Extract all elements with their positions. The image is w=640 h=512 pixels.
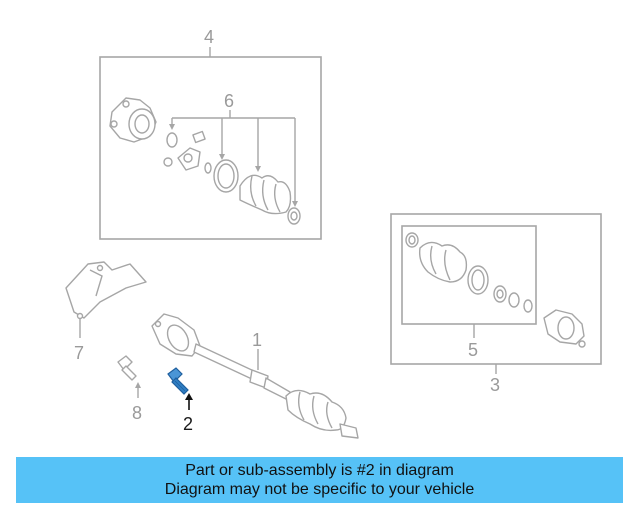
kit-small-parts — [163, 130, 212, 174]
heat-shield — [65, 261, 147, 338]
inner-boot-kit-parts — [405, 232, 533, 313]
callout-2[interactable]: 2 — [183, 414, 193, 434]
callout-3[interactable]: 3 — [490, 375, 500, 395]
info-banner: Part or sub-assembly is #2 in diagram Di… — [16, 457, 623, 503]
outer-joint-housing — [109, 97, 157, 143]
axle-shaft-assembly — [151, 313, 359, 439]
group-box-4 — [99, 47, 322, 240]
callout-5[interactable]: 5 — [468, 340, 478, 360]
bolt-2-highlighted[interactable] — [167, 367, 193, 410]
kit-clamp-and-boot — [213, 159, 301, 225]
group-box-5 — [401, 225, 537, 338]
banner-line-2: Diagram may not be specific to your vehi… — [164, 481, 475, 498]
callout-4[interactable]: 4 — [204, 27, 214, 47]
inner-joint-housing — [543, 309, 586, 348]
callout-1[interactable]: 1 — [252, 330, 262, 350]
callout-8[interactable]: 8 — [132, 403, 142, 423]
banner-line-1: Part or sub-assembly is #2 in diagram — [185, 462, 454, 479]
callout-6[interactable]: 6 — [224, 91, 234, 111]
callout-6-leader — [169, 110, 298, 207]
group-box-3 — [390, 213, 602, 374]
bolt-8 — [117, 355, 141, 398]
callout-7[interactable]: 7 — [74, 343, 84, 363]
